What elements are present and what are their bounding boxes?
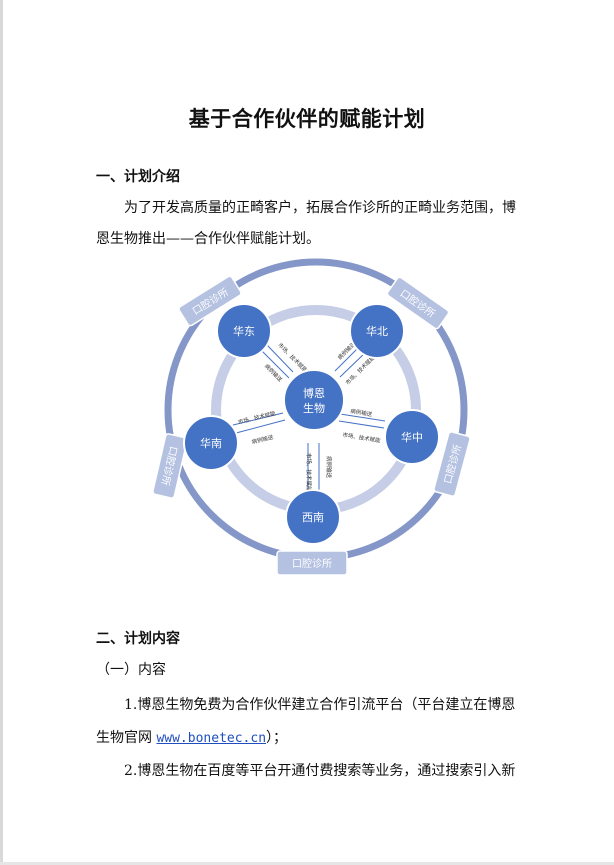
item-1-line-2: 生物官网 www.bonetec.cn）； xyxy=(96,727,526,747)
document-title: 基于合作伙伴的赋能计划 xyxy=(188,107,426,131)
arrow-huanan-out xyxy=(232,412,284,426)
page-left-edge xyxy=(0,0,3,865)
node-huadong: 华东 xyxy=(216,303,272,359)
clinic-tag-bottom: 口腔诊所 xyxy=(276,550,348,576)
website-link[interactable]: www.bonetec.cn xyxy=(156,731,267,746)
arrow-label-huadong-empower: 市场、技术赋能 xyxy=(276,341,309,374)
arrow-huabei-out xyxy=(334,345,361,372)
center-label-line2: 生物 xyxy=(303,401,325,415)
node-huanan: 华南 xyxy=(183,415,239,471)
arrow-huazhong-out xyxy=(339,413,386,422)
arrow-label-huazhong-referral: 病例输送 xyxy=(350,407,373,418)
arrow-huabei-in xyxy=(339,350,368,378)
arrow-label-xinan-empower: 市场、技术赋能 xyxy=(305,453,313,492)
page-bottom-edge xyxy=(0,862,614,865)
arrow-huadong-in xyxy=(260,349,290,379)
clinic-tag-left: 口腔诊所 xyxy=(152,433,188,499)
section-heading-intro: 一、计划介绍 xyxy=(96,169,180,185)
node-huabei: 华北 xyxy=(349,303,405,359)
node-label-huazhong: 华中 xyxy=(401,430,423,444)
node-label-huadong: 华东 xyxy=(233,324,255,338)
arrow-huadong-out xyxy=(266,344,294,373)
center-label-line1: 博恩 xyxy=(303,387,325,400)
clinic-tag-label: 口腔诊所 xyxy=(292,557,332,570)
section-heading-content: 二、计划内容 xyxy=(96,631,180,647)
intro-paragraph: 为了开发高质量的正畸客户，拓展合作诊所的正畸业务范围，博恩生物推出——合作伙伴赋… xyxy=(96,200,516,247)
node-xinan: 西南 xyxy=(285,489,341,545)
item-1-line-1: 1.博恩生物免费为合作伙伴建立合作引流平台（平台建立在博恩 xyxy=(124,697,516,713)
arrow-huazhong-in xyxy=(338,420,385,429)
arrow-label-xinan-referral: 病例输送 xyxy=(325,456,333,479)
node-huazhong: 华中 xyxy=(384,409,440,465)
node-label-xinan: 西南 xyxy=(302,511,324,524)
arrows xyxy=(232,344,386,492)
arrow-label-huadong-referral: 病例输送 xyxy=(263,362,285,384)
item-2-line-1: 2.博恩生物在百度等平台开通付费搜索等业务，通过搜索引入新 xyxy=(124,763,516,779)
arrow-huanan-in xyxy=(235,419,286,434)
arrow-label-huanan-referral: 病例输送 xyxy=(251,433,275,446)
subheading-content: （一）内容 xyxy=(96,662,166,678)
node-label-huanan: 华南 xyxy=(200,436,222,450)
node-center: 博恩 生物 xyxy=(283,369,345,431)
node-label-huabei: 华北 xyxy=(366,324,388,338)
item-1-text: 生物官网 xyxy=(96,730,157,746)
clinic-tag-right: 口腔诊所 xyxy=(433,431,471,497)
arrow-label-huazhong-empower: 市场、技术赋能 xyxy=(342,431,382,445)
item-1-suffix: ）； xyxy=(266,730,288,746)
